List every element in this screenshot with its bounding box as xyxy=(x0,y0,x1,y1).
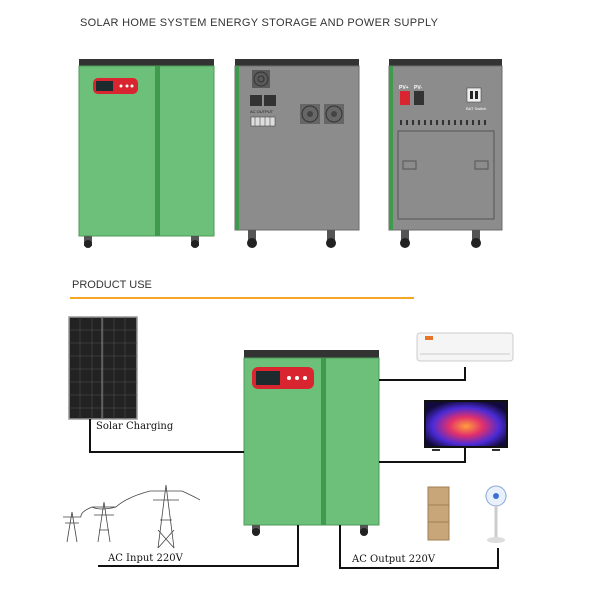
connection-lines xyxy=(89,367,499,569)
pv-negative-label: PV- xyxy=(414,85,422,91)
cabinet-back-view: PV+ PV- BAT Switch xyxy=(388,59,503,248)
ac-output-label: AC OUTPUT xyxy=(250,109,274,114)
television-image xyxy=(424,400,508,451)
pv-positive-label: PV+ xyxy=(399,85,409,91)
main-cabinet xyxy=(243,350,380,536)
cabinet-front-view xyxy=(78,59,215,248)
ac-output-label-main: AC Output 220V xyxy=(352,554,436,565)
product-use-heading: PRODUCT USE xyxy=(72,279,152,291)
cabinet-side-view: AC OUTPUT xyxy=(234,59,360,248)
bat-switch-label: BAT Switch xyxy=(466,106,486,111)
ac-input-label: AC Input 220V xyxy=(108,553,183,564)
refrigerator-image xyxy=(427,486,450,541)
solar-panel-image xyxy=(68,316,138,420)
page-title: SOLAR HOME SYSTEM ENERGY STORAGE AND POW… xyxy=(80,17,439,29)
air-conditioner-image xyxy=(416,332,514,362)
power-towers-image xyxy=(63,484,201,549)
solar-charging-label: Solar Charging xyxy=(96,421,174,432)
standing-fan-image xyxy=(485,485,507,543)
